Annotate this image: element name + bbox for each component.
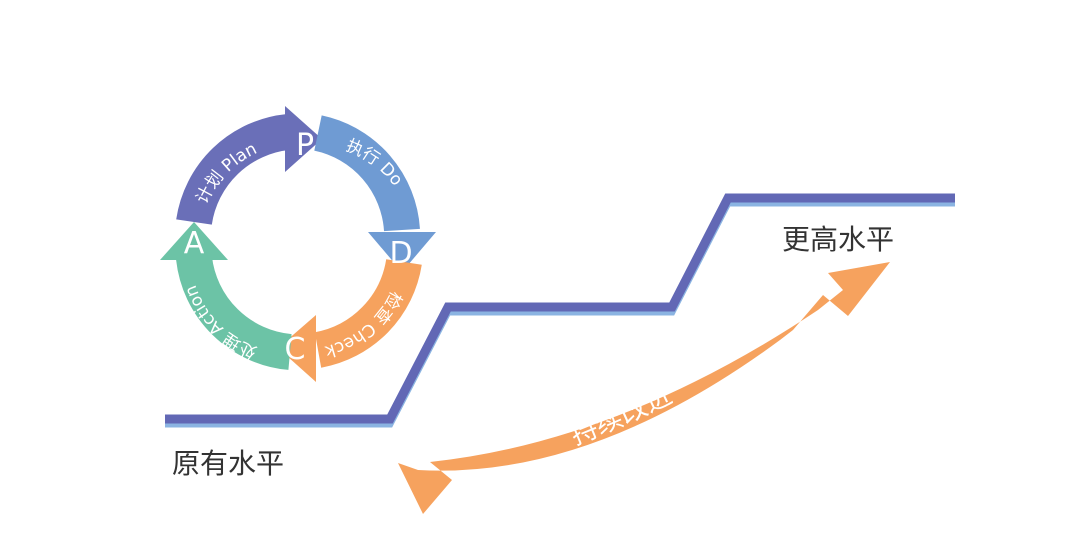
pdca-segment-check xyxy=(278,258,422,382)
plan-arrowhead xyxy=(285,106,322,172)
stage-letter-action: A xyxy=(184,226,205,261)
stage-letter-do: D xyxy=(389,236,412,271)
pdca-segment-action xyxy=(160,222,293,370)
staircase-main-line xyxy=(165,193,955,424)
improvement-arrow-label: 持续改进 xyxy=(566,380,677,452)
staircase-level-line xyxy=(165,193,955,428)
stage-letter-plan: P xyxy=(296,128,314,163)
higher-level-label: 更高水平 xyxy=(782,223,895,256)
pdca-segment-plan xyxy=(176,106,322,226)
pdca-cycle: P D C A 计划 Plan 执行 Do 检查 Check 处理 Action xyxy=(160,106,436,382)
do-arrowhead xyxy=(368,232,436,272)
do-arc xyxy=(313,115,420,232)
continuous-improvement-arrow: 持续改进 xyxy=(398,262,890,514)
improvement-arrow-shape xyxy=(398,262,890,514)
action-arc xyxy=(176,255,293,370)
action-arrowhead xyxy=(160,222,228,260)
original-level-label: 原有水平 xyxy=(172,447,285,480)
plan-arc xyxy=(176,114,291,226)
check-arc xyxy=(314,258,422,368)
pdca-segment-do xyxy=(313,115,436,272)
check-arrowhead xyxy=(278,315,316,382)
improvement-arrow-label-path: 持续改进 xyxy=(566,380,677,452)
stage-letter-check: C xyxy=(285,332,306,367)
staircase-underline xyxy=(165,199,955,428)
